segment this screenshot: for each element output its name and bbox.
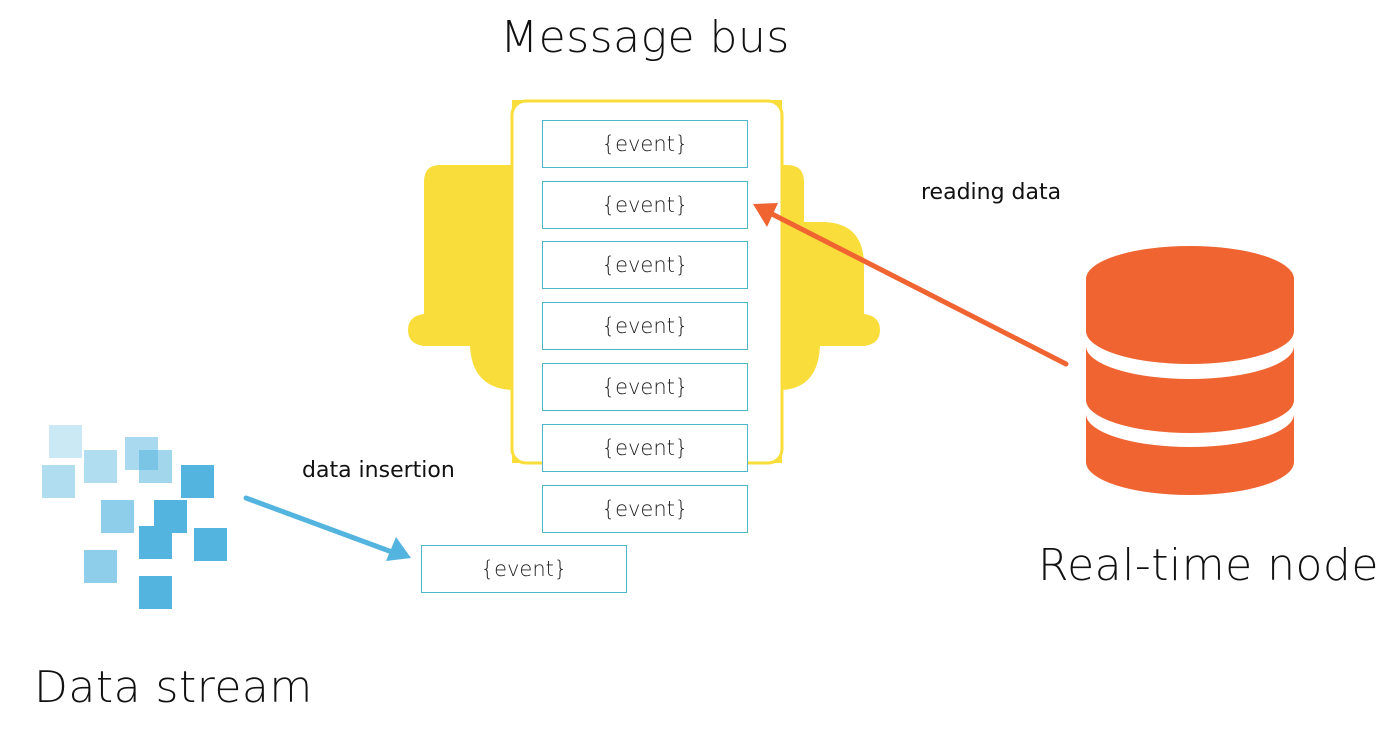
data-insertion-label: data insertion: [302, 458, 455, 483]
stream-square: [181, 465, 214, 498]
event-item: {event}: [542, 241, 748, 289]
data-stream-icon: [42, 425, 227, 609]
stream-square: [139, 450, 172, 483]
incoming-event-item: {event}: [421, 545, 627, 593]
reading-data-arrow: [753, 203, 1069, 367]
realtime-node-title: Real-time node: [1038, 540, 1379, 591]
data-stream-title: Data stream: [34, 662, 313, 713]
data-insertion-arrow: [243, 495, 411, 561]
stream-square: [101, 500, 134, 533]
reading-data-label: reading data: [921, 180, 1062, 205]
stream-square: [139, 526, 172, 559]
stream-square: [42, 465, 75, 498]
stream-square: [49, 425, 82, 458]
database-icon: [1086, 246, 1294, 495]
stream-square: [84, 450, 117, 483]
database-bottom-disk: [1086, 414, 1294, 495]
event-item: {event}: [542, 120, 748, 168]
stream-square: [84, 550, 117, 583]
event-item: {event}: [542, 363, 748, 411]
message-bus-title: Message bus: [500, 12, 790, 63]
event-item: {event}: [542, 302, 748, 350]
database-top-disk: [1086, 246, 1294, 364]
event-item: {event}: [542, 424, 748, 472]
database-middle-disk: [1086, 346, 1294, 433]
event-item: {event}: [542, 181, 748, 229]
stream-square: [139, 576, 172, 609]
event-item: {event}: [542, 485, 748, 533]
stream-square: [194, 528, 227, 561]
